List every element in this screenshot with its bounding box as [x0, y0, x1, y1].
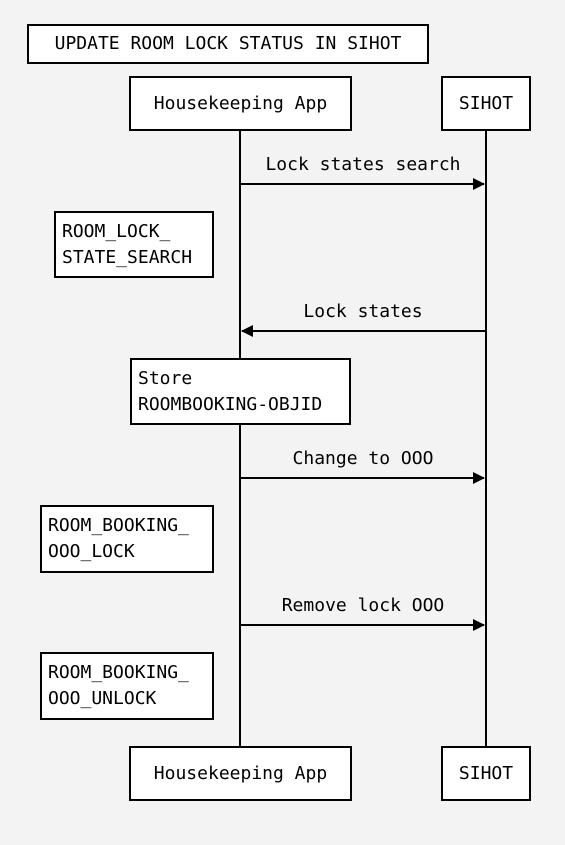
note-line: ROOM_LOCK_	[62, 220, 171, 242]
note-room-booking-ooo-lock: ROOM_BOOKING_ OOO_LOCK	[40, 505, 214, 573]
participant-housekeeping-top: Housekeeping App	[129, 76, 352, 131]
note-line: STATE_SEARCH	[62, 246, 193, 268]
participant-sihot-bottom: SIHOT	[441, 746, 531, 801]
note-line: OOO_LOCK	[48, 541, 135, 562]
note-line: ROOM_BOOKING_	[48, 515, 189, 536]
message-lock-states-search: Lock states search	[265, 154, 461, 175]
note-line: OOO_UNLOCK	[48, 688, 157, 709]
message-lock-states: Lock states	[303, 301, 423, 322]
note-line: ROOM_BOOKING_	[48, 662, 189, 683]
participant-sihot-top: SIHOT	[441, 76, 531, 131]
note-line: Store	[138, 367, 193, 389]
message-change-to-ooo: Change to OOO	[292, 448, 434, 469]
message-remove-lock-ooo: Remove lock OOO	[281, 595, 445, 616]
note-store-roombooking-objid: Store ROOMBOOKING-OBJID	[130, 358, 351, 425]
diagram-title: UPDATE ROOM LOCK STATUS IN SIHOT	[27, 24, 429, 64]
note-room-booking-ooo-unlock: ROOM_BOOKING_ OOO_UNLOCK	[40, 652, 214, 720]
note-room-lock-state-search: ROOM_LOCK_ STATE_SEARCH	[54, 211, 214, 278]
participant-housekeeping-bottom: Housekeeping App	[129, 746, 352, 801]
note-line: ROOMBOOKING-OBJID	[138, 393, 323, 415]
